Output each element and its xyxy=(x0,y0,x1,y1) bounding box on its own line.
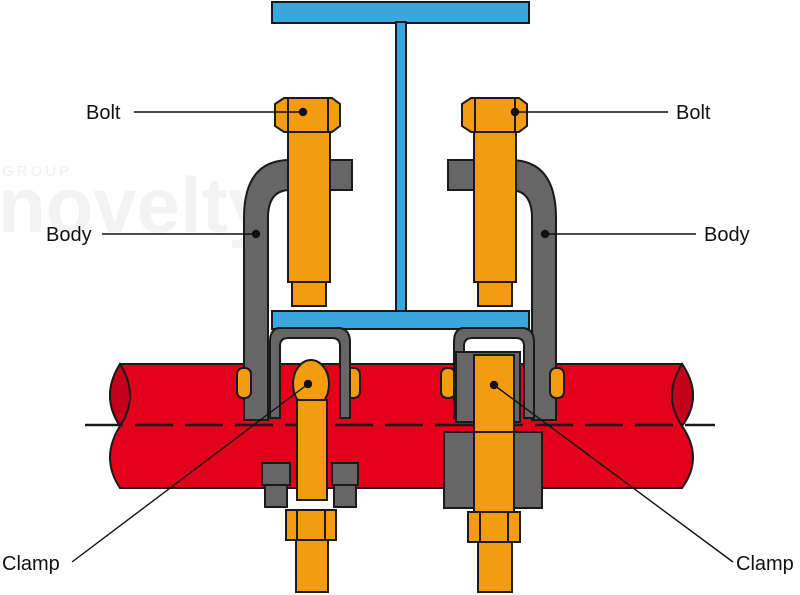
beam-top-flange xyxy=(271,1,530,24)
label-body-right: Body xyxy=(704,224,750,246)
right-bolt-shaft xyxy=(473,131,517,283)
label-bolt-right: Bolt xyxy=(676,102,711,124)
label-clamp-left: Clamp xyxy=(2,553,60,575)
watermark-group-text: GROUP xyxy=(2,163,72,180)
right-body xyxy=(447,159,557,421)
left-clamp-assembly xyxy=(236,97,361,593)
left-bolt-shaft xyxy=(287,131,331,283)
beam-web xyxy=(395,21,407,313)
i-beam xyxy=(271,1,530,330)
pipe xyxy=(85,362,715,489)
label-clamp-right: Clamp xyxy=(736,553,794,575)
watermark-brand-text: novelty xyxy=(0,161,271,249)
watermark: GROUP novelty xyxy=(0,161,271,249)
label-bolt-left: Bolt xyxy=(86,102,121,124)
label-body-left: Body xyxy=(46,224,92,246)
right-bolt-head xyxy=(461,97,528,133)
left-bolt-head xyxy=(274,97,341,133)
labels: Bolt Bolt Body Body Clamp Clamp xyxy=(2,102,794,575)
left-body xyxy=(243,159,353,421)
right-clamp-assembly xyxy=(440,97,565,593)
leader-lines xyxy=(71,107,734,563)
beam-bottom-flange xyxy=(271,310,530,330)
